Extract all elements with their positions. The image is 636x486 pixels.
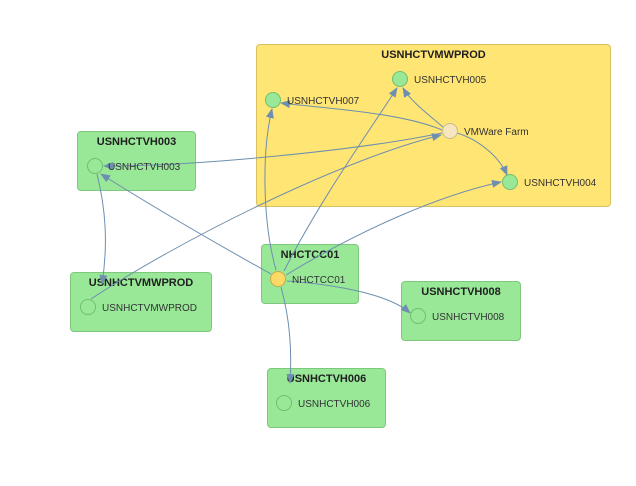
edge-farm-to-vh005 [402,87,444,128]
node-label-vh008: USNHCTVH008 [432,312,505,323]
node-tcc01[interactable] [270,271,286,287]
node-vmwprod[interactable] [80,299,96,315]
edge-farm-to-vh003 [103,132,443,170]
node-vh006[interactable] [276,395,292,411]
node-label-vh006: USNHCTVH006 [298,399,371,410]
group-title: USNHCTVH008 [421,286,501,298]
group-title: USNHCTVH003 [96,136,177,148]
node-label-nhctcc01: NHCTCC01 [292,275,346,286]
node-vh003[interactable] [87,158,103,174]
edge-tcc01-to-vh008 [286,280,411,314]
node-farm[interactable] [442,123,458,139]
edge-vmwprod-to-farm [90,133,442,300]
node-label-vmwprod: USNHCTVMWPROD [102,303,197,314]
node-vh007[interactable] [265,92,281,108]
edge-tcc01-to-vh004 [285,179,502,276]
node-vh005[interactable] [392,71,408,87]
edge-tcc01-to-vh006 [280,286,295,384]
node-vh008[interactable] [410,308,426,324]
node-label-vh005: USNHCTVH005 [414,75,487,86]
node-label-vmware-farm: VMWare Farm [464,127,529,138]
node-vh004[interactable] [502,174,518,190]
group-nhctcc01[interactable]: NHCTCC01 [261,244,359,304]
edge-farm-to-vh004 [456,132,508,176]
node-label-vh007: USNHCTVH007 [287,96,360,107]
group-title: NHCTCC01 [280,249,340,261]
group-title: USNHCTVMWPROD [381,49,486,61]
group-title: USNHCTVMWPROD [88,277,194,289]
node-label-vh004: USNHCTVH004 [524,178,597,189]
edge-farm-to-vh007 [280,100,443,131]
edge-vh003-to-vmwprod [96,173,108,285]
edge-tcc01-to-vh005 [283,87,398,272]
edge-tcc01-to-vh007 [264,108,277,271]
group-title: USNHCTVH006 [286,373,367,385]
edge-tcc01-to-vh003 [100,173,272,275]
node-label-vh003: USNHCTVH003 [108,162,181,173]
